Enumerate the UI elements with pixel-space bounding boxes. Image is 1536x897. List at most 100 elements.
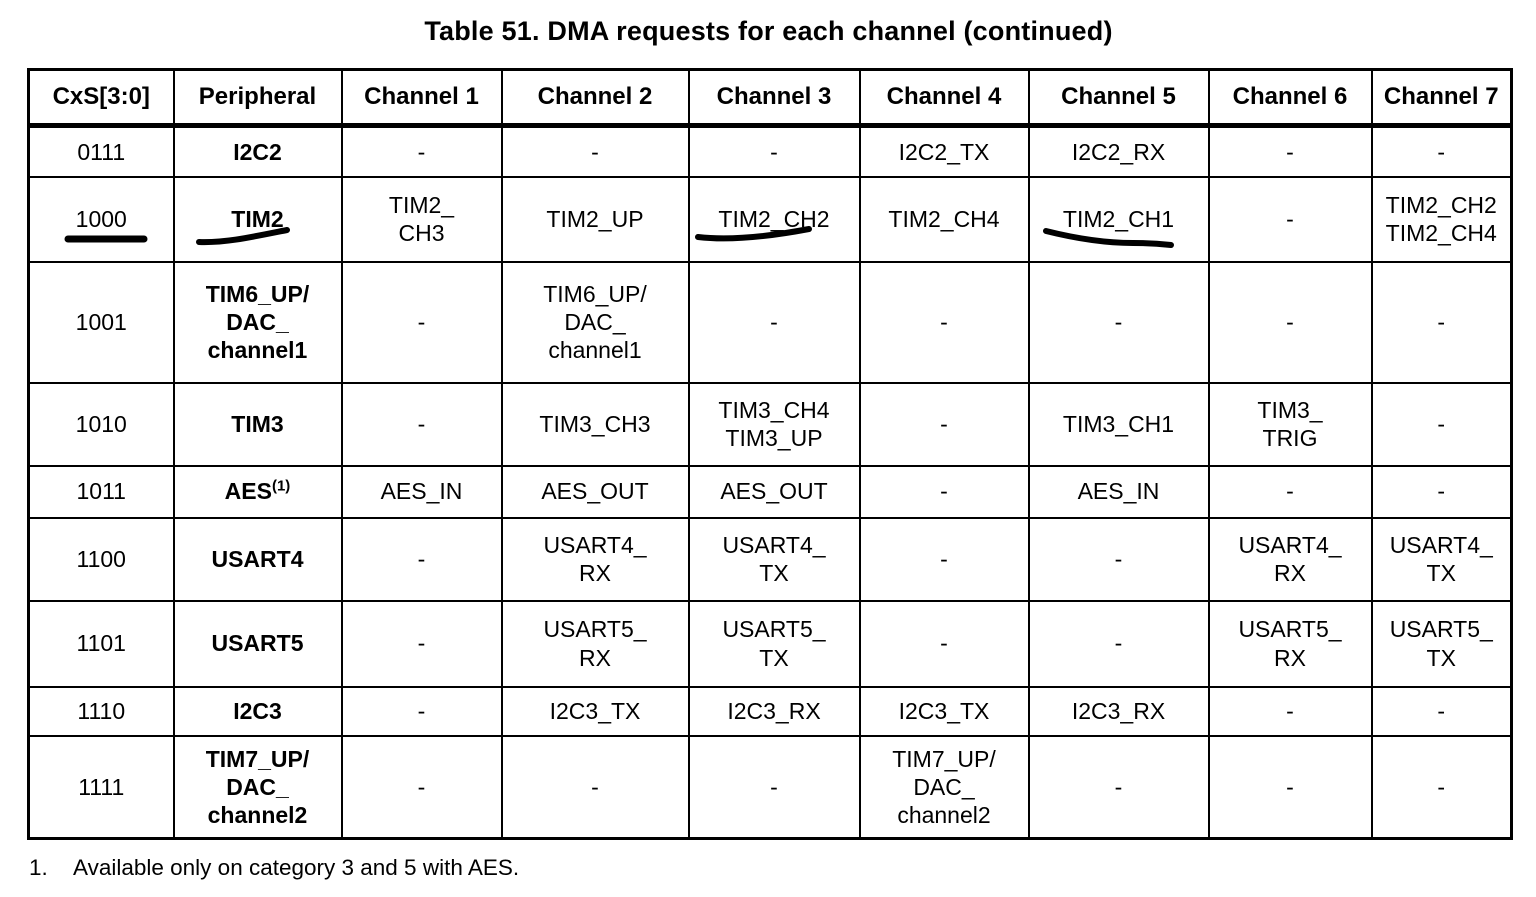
channel-cell: - (858, 464, 1030, 519)
channel-cell: - (687, 734, 861, 840)
channel-cell: I2C3_RX (687, 685, 861, 737)
channel-cell: - (1207, 464, 1373, 519)
channel-cell: USART5_ RX (1207, 599, 1373, 688)
channel-cell: - (340, 734, 503, 840)
channel-cell: - (340, 381, 503, 467)
channel-cell: - (340, 260, 503, 384)
channel-cell: - (858, 260, 1030, 384)
channel-cell: TIM3_ TRIG (1207, 381, 1373, 467)
peripheral-cell: AES(1) (172, 464, 343, 519)
channel-cell: - (858, 599, 1030, 688)
channel-cell: - (1370, 381, 1513, 467)
channel-cell: TIM3_CH1 (1027, 381, 1210, 467)
channel-cell: AES_OUT (500, 464, 690, 519)
channel-cell: I2C2_TX (858, 124, 1030, 178)
channel-cell: - (1370, 124, 1513, 178)
peripheral-cell: TIM2 (172, 175, 343, 263)
channel-cell: - (1027, 260, 1210, 384)
channel-cell: USART4_ RX (500, 516, 690, 602)
col-header-channel7: Channel 7 (1370, 68, 1513, 128)
table-row-1000: 1000 TIM2 TIM2_ CH3 TIM2_UP TIM2_CH2 TIM… (27, 175, 1513, 263)
table-row-1011: 1011 AES(1) AES_IN AES_OUT AES_OUT - AES… (27, 464, 1513, 519)
header-row: CxS[3:0] Peripheral Channel 1 Channel 2 … (27, 68, 1513, 128)
channel-cell: - (1027, 516, 1210, 602)
col-header-channel2: Channel 2 (500, 68, 690, 128)
channel-cell: USART4_ TX (1370, 516, 1513, 602)
peripheral-cell: USART5 (172, 599, 343, 688)
channel-cell: I2C3_RX (1027, 685, 1210, 737)
channel-cell: - (1207, 685, 1373, 737)
channel-cell: - (340, 685, 503, 737)
cxs-cell: 1111 (27, 734, 175, 840)
channel-cell: USART5_ TX (1370, 599, 1513, 688)
cxs-cell: 1000 (27, 175, 175, 263)
channel-cell: - (500, 124, 690, 178)
channel-cell: - (1027, 734, 1210, 840)
table-row-1101: 1101 USART5 - USART5_ RX USART5_ TX - - … (27, 599, 1513, 688)
channel-cell: - (1207, 175, 1373, 263)
channel-cell: - (1370, 260, 1513, 384)
footnote-text: Available only on category 3 and 5 with … (73, 855, 520, 880)
col-header-channel1: Channel 1 (340, 68, 503, 128)
channel-cell: TIM3_CH4 TIM3_UP (687, 381, 861, 467)
cxs-cell: 1110 (27, 685, 175, 737)
channel-cell: - (1207, 124, 1373, 178)
cxs-cell: 0111 (27, 124, 175, 178)
channel-cell: TIM2_CH2 (687, 175, 861, 263)
table-row-1100: 1100 USART4 - USART4_ RX USART4_ TX - - … (27, 516, 1513, 602)
table-header: CxS[3:0] Peripheral Channel 1 Channel 2 … (27, 68, 1513, 128)
cxs-cell: 1100 (27, 516, 175, 602)
channel-cell: TIM7_UP/ DAC_ channel2 (858, 734, 1030, 840)
channel-cell: AES_IN (340, 464, 503, 519)
channel-cell: - (1370, 464, 1513, 519)
col-header-cxs: CxS[3:0] (27, 68, 175, 128)
channel-cell: USART5_ TX (687, 599, 861, 688)
channel-cell: - (340, 599, 503, 688)
channel-cell: - (340, 124, 503, 178)
peripheral-cell: TIM6_UP/ DAC_ channel1 (172, 260, 343, 384)
cxs-cell: 1001 (27, 260, 175, 384)
col-header-channel4: Channel 4 (858, 68, 1030, 128)
table-title: Table 51. DMA requests for each channel … (424, 16, 1113, 46)
channel-cell: USART5_ RX (500, 599, 690, 688)
peripheral-cell: TIM3 (172, 381, 343, 467)
channel-cell: I2C2_RX (1027, 124, 1210, 178)
channel-cell: TIM3_CH3 (500, 381, 690, 467)
col-header-channel3: Channel 3 (687, 68, 861, 128)
channel-cell: - (687, 260, 861, 384)
channel-cell: TIM2_UP (500, 175, 690, 263)
channel-cell: TIM6_UP/ DAC_ channel1 (500, 260, 690, 384)
channel-cell: USART4_ RX (1207, 516, 1373, 602)
channel-cell: - (1207, 734, 1373, 840)
cxs-cell: 1011 (27, 464, 175, 519)
dma-requests-table: CxS[3:0] Peripheral Channel 1 Channel 2 … (27, 68, 1513, 840)
channel-cell: TIM2_CH1 (1027, 175, 1210, 263)
footnote-marker: 1. (29, 855, 48, 880)
cxs-cell: 1010 (27, 381, 175, 467)
channel-cell: AES_IN (1027, 464, 1210, 519)
table-row-1001: 1001 TIM6_UP/ DAC_ channel1 - TIM6_UP/ D… (27, 260, 1513, 384)
channel-cell: I2C3_TX (500, 685, 690, 737)
channel-cell: I2C3_TX (858, 685, 1030, 737)
channel-cell: TIM2_CH2 TIM2_CH4 (1370, 175, 1513, 263)
footnote: 1. Available only on category 3 and 5 wi… (29, 855, 519, 881)
channel-cell: - (1370, 685, 1513, 737)
table-row-0111: 0111 I2C2 - - - I2C2_TX I2C2_RX - - (27, 124, 1513, 178)
col-header-peripheral: Peripheral (172, 68, 343, 128)
channel-cell: - (858, 516, 1030, 602)
peripheral-label: AES (224, 478, 272, 505)
channel-cell: - (340, 516, 503, 602)
table-row-1010: 1010 TIM3 - TIM3_CH3 TIM3_CH4 TIM3_UP - … (27, 381, 1513, 467)
channel-cell: - (687, 124, 861, 178)
col-header-channel5: Channel 5 (1027, 68, 1210, 128)
channel-cell: - (858, 381, 1030, 467)
channel-cell: USART4_ TX (687, 516, 861, 602)
table-row-1110: 1110 I2C3 - I2C3_TX I2C3_RX I2C3_TX I2C3… (27, 685, 1513, 737)
peripheral-cell: TIM7_UP/ DAC_ channel2 (172, 734, 343, 840)
channel-cell: - (1207, 260, 1373, 384)
peripheral-cell: I2C3 (172, 685, 343, 737)
col-header-channel6: Channel 6 (1207, 68, 1373, 128)
channel-cell: TIM2_ CH3 (340, 175, 503, 263)
cxs-cell: 1101 (27, 599, 175, 688)
table-row-1111: 1111 TIM7_UP/ DAC_ channel2 - - - TIM7_U… (27, 734, 1513, 840)
